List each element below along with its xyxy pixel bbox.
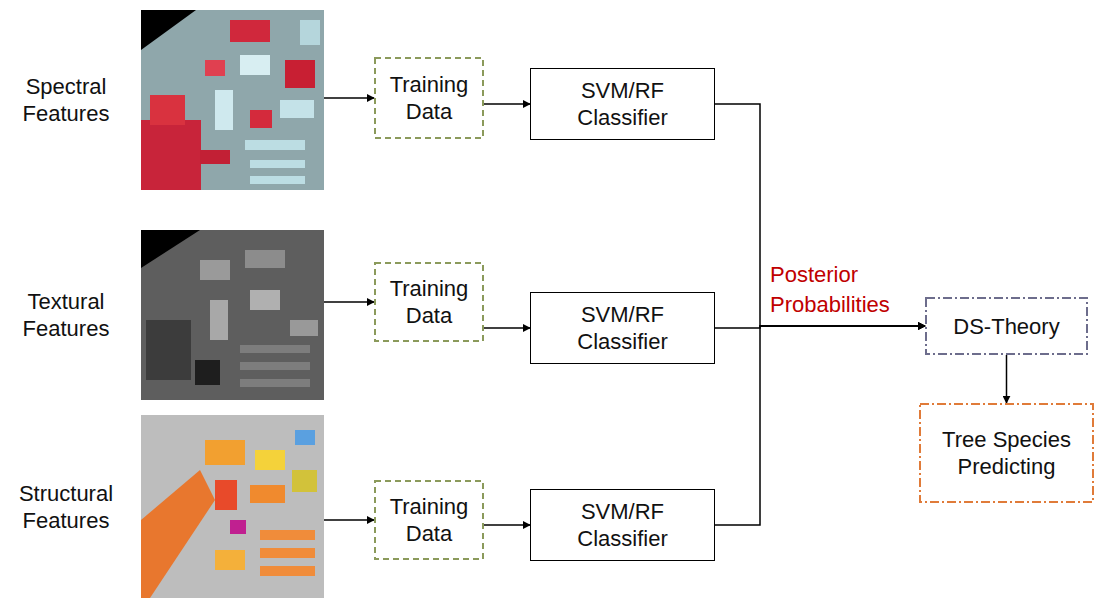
- connector-arrow: [715, 326, 925, 525]
- box-text: Training Data: [374, 271, 484, 333]
- fusion-box: DS-Theory: [925, 297, 1088, 355]
- connector-arrow: [324, 301, 374, 303]
- edge-label: Posterior Probabilities: [768, 260, 923, 320]
- box-outline: [374, 480, 484, 560]
- box-outline: [374, 57, 484, 139]
- box-text: SVM/RF Classifier: [531, 494, 714, 556]
- connector-arrow: [484, 103, 530, 105]
- box-text: SVM/RF Classifier: [531, 73, 714, 135]
- feature-image-node: Structural Features: [141, 415, 324, 598]
- feature-label: Textural Features: [0, 288, 132, 342]
- box-outline: [374, 262, 484, 342]
- feature-label: Spectral Features: [0, 73, 132, 127]
- output-box: Tree Species Predicting: [919, 403, 1094, 503]
- connector-arrow: [324, 519, 374, 521]
- box-text: Tree Species Predicting: [919, 422, 1094, 484]
- classifier-box: SVM/RF Classifier: [530, 68, 715, 140]
- connector-arrow: [484, 327, 530, 329]
- box-text: Training Data: [374, 489, 484, 551]
- training-data-box: Training Data: [374, 262, 484, 342]
- connector-arrow: [484, 524, 530, 526]
- box-outline: [919, 403, 1094, 503]
- textural-image: [141, 230, 324, 400]
- feature-image-node: Textural Features: [141, 230, 324, 400]
- classifier-box: SVM/RF Classifier: [530, 489, 715, 561]
- connector-arrow: [324, 97, 374, 99]
- structural-image: [141, 415, 324, 598]
- spectral-image: [141, 10, 324, 190]
- training-data-box: Training Data: [374, 57, 484, 139]
- box-text: DS-Theory: [945, 309, 1067, 344]
- connector-arrow: [1006, 355, 1008, 403]
- connector-arrow: [715, 104, 925, 326]
- box-text: Training Data: [374, 67, 484, 129]
- classifier-box: SVM/RF Classifier: [530, 292, 715, 364]
- training-data-box: Training Data: [374, 480, 484, 560]
- box-text: SVM/RF Classifier: [531, 297, 714, 359]
- feature-image-node: Spectral Features: [141, 10, 324, 190]
- feature-label: Structural Features: [0, 480, 132, 534]
